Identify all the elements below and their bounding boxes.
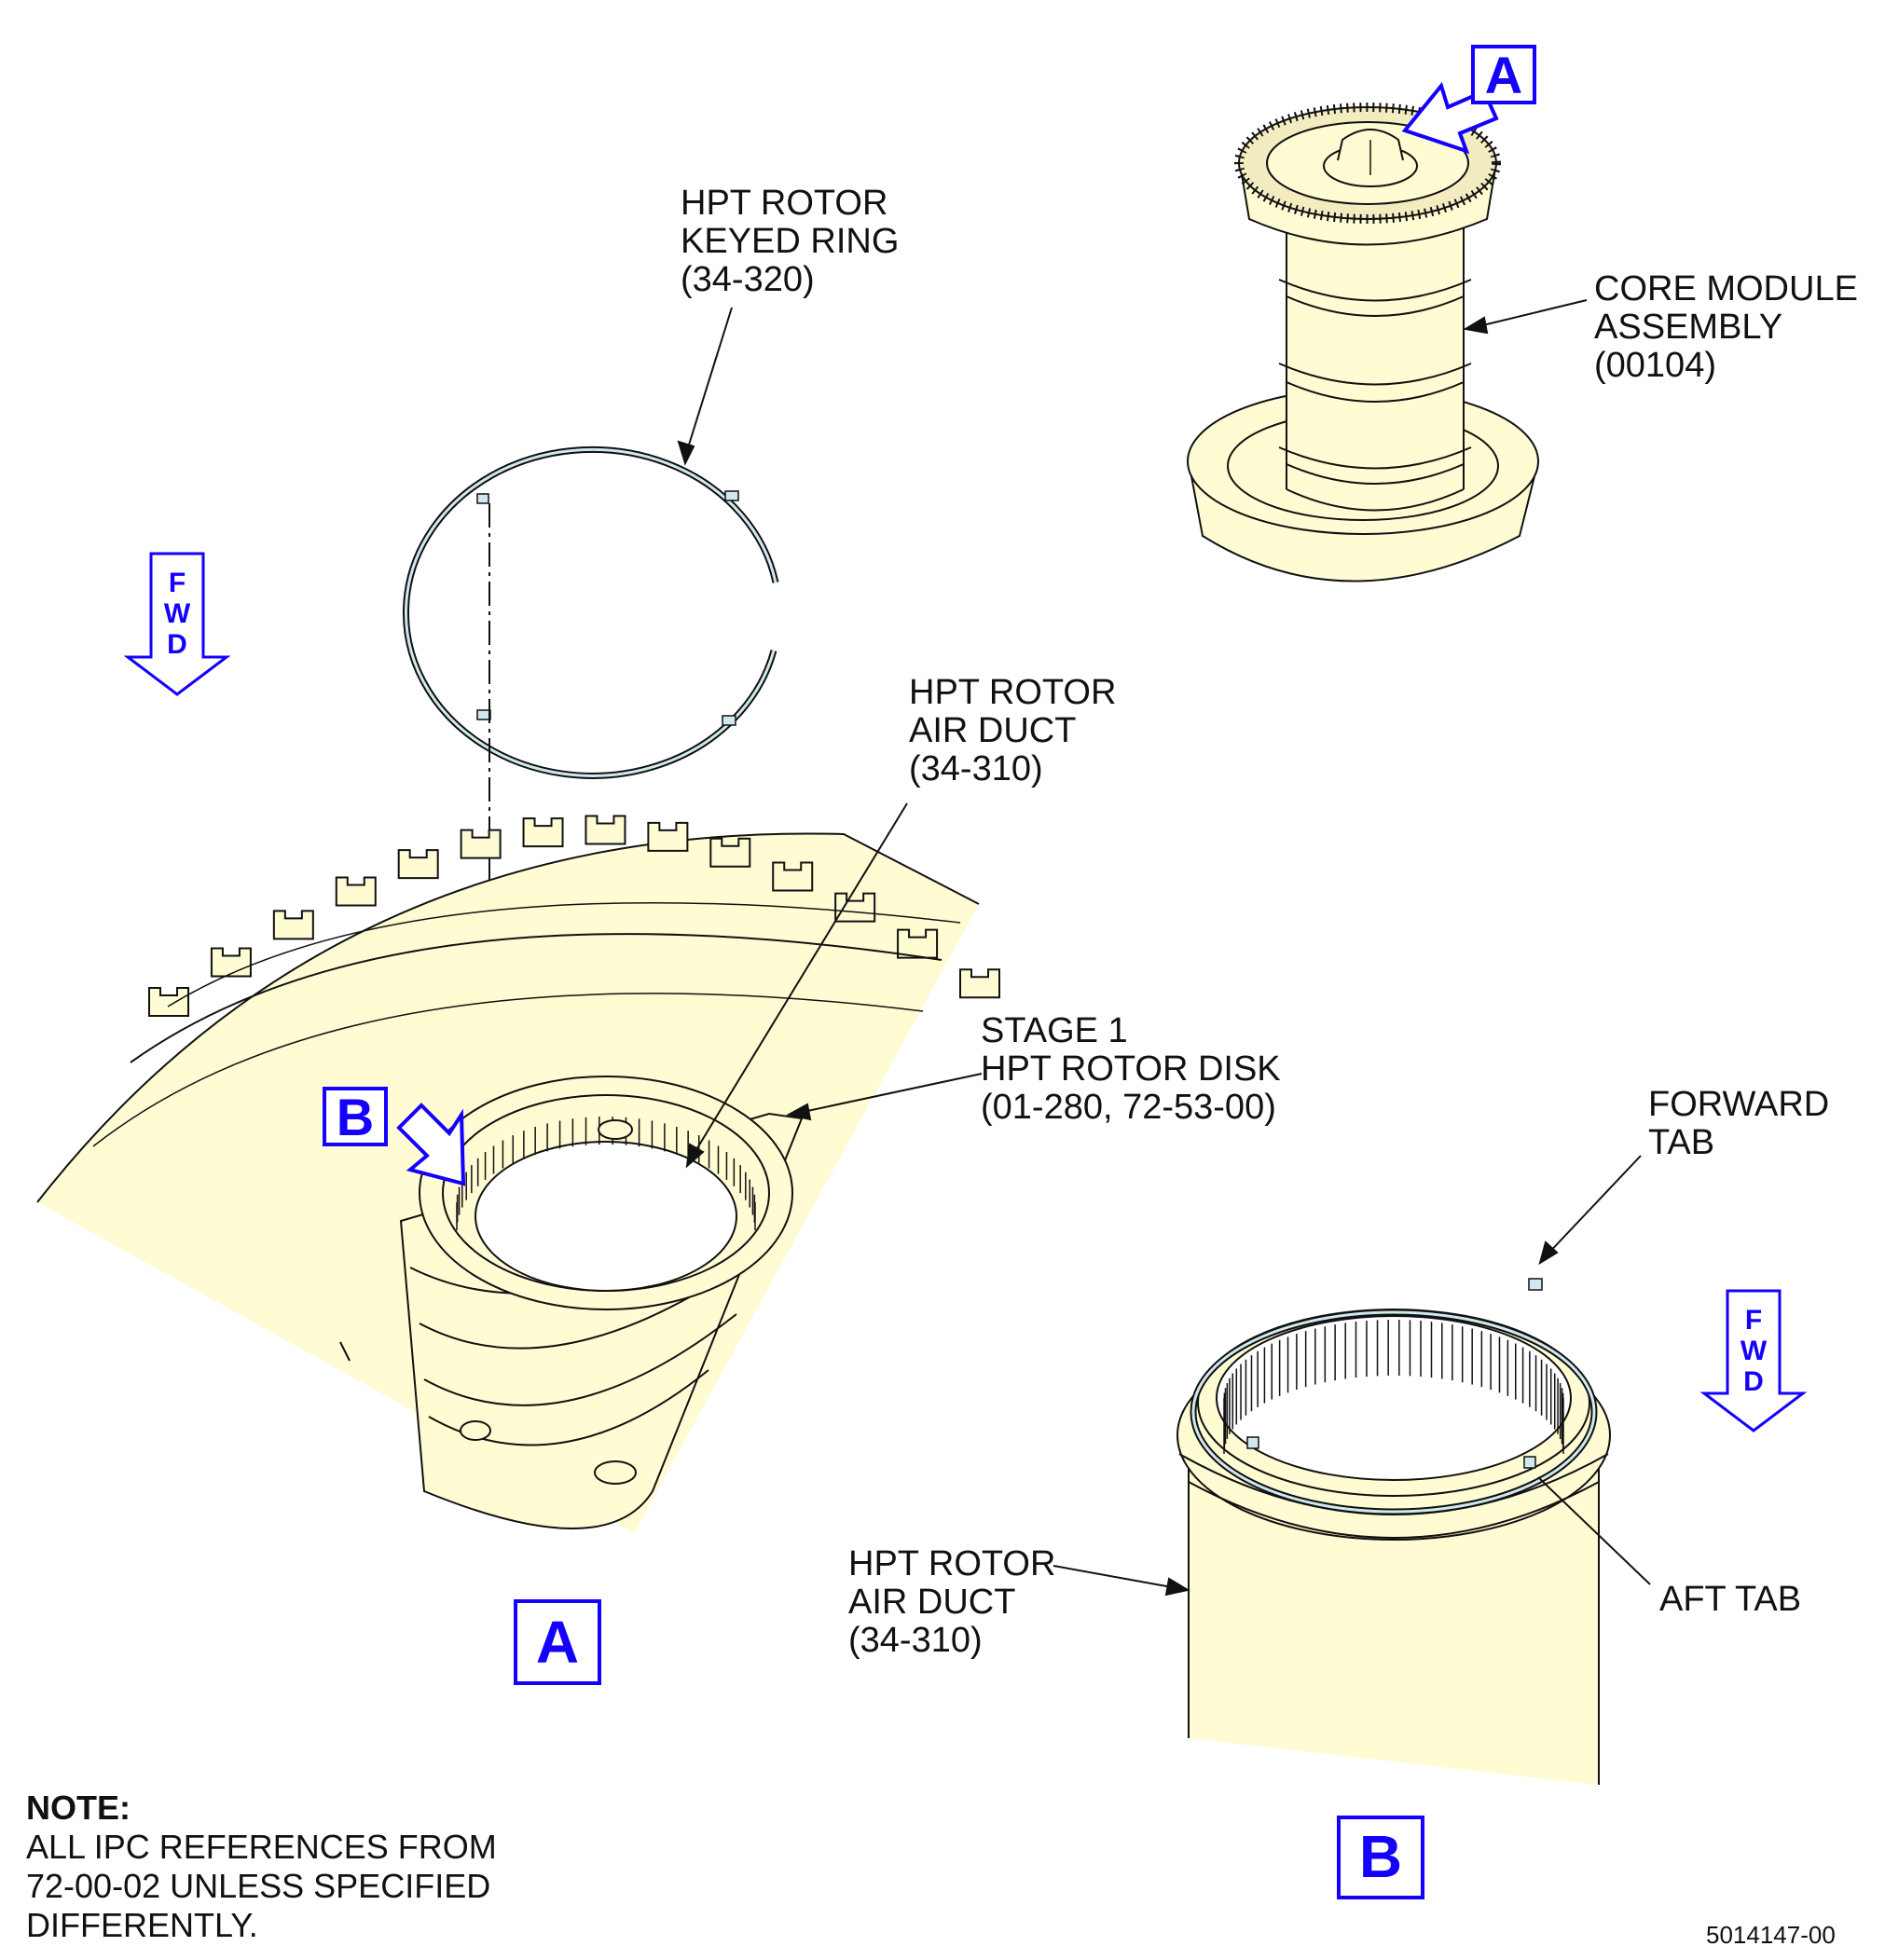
note-title: NOTE:	[26, 1789, 131, 1827]
fwd-letter-d: D	[167, 629, 187, 660]
label-core-module: CORE MODULE ASSEMBLY (00104)	[1594, 269, 1858, 385]
dovetail-slot	[897, 928, 939, 959]
dovetail-slot	[834, 892, 876, 923]
rotor-hub-drawing	[399, 1076, 804, 1529]
svg-text:HPT ROTOR: HPT ROTOR	[681, 184, 887, 223]
note-line: DIFFERENTLY.	[26, 1906, 258, 1944]
view-a-callout-top: A	[1471, 45, 1536, 104]
svg-text:CORE MODULE: CORE MODULE	[1594, 269, 1858, 308]
label-forward-tab: FORWARD TAB	[1648, 1085, 1829, 1162]
label-air-duct-a: HPT ROTOR AIR DUCT (34-310)	[909, 673, 1116, 788]
view-b-callout-detail: B	[323, 1087, 388, 1146]
svg-text:(34-310): (34-310)	[848, 1621, 983, 1660]
view-title-b: B	[1359, 1823, 1402, 1890]
dovetail-slot	[148, 987, 189, 1017]
view-b-title: B	[1337, 1816, 1424, 1899]
fwd-letter-d: D	[1743, 1366, 1764, 1397]
dovetail-slot	[647, 821, 689, 852]
fwd-letter-f: F	[1745, 1305, 1762, 1336]
fwd-letter-f: F	[169, 568, 186, 598]
fwd-letter-w: W	[164, 598, 191, 629]
dovetail-slot	[772, 861, 814, 892]
note-line: ALL IPC REFERENCES FROM	[26, 1828, 497, 1866]
dovetail-slot	[959, 968, 1000, 999]
down-arrow-icon	[1699, 1289, 1808, 1432]
fwd-letter-w: W	[1741, 1336, 1768, 1366]
svg-text:AFT TAB: AFT TAB	[1659, 1580, 1801, 1619]
core-module-assembly-drawing	[1187, 103, 1540, 583]
svg-text:AIR DUCT: AIR DUCT	[848, 1583, 1015, 1622]
document-number: 5014147-00	[1706, 1921, 1836, 1949]
svg-text:(01-280, 72-53-00): (01-280, 72-53-00)	[981, 1088, 1276, 1127]
dovetail-slot	[397, 849, 439, 880]
down-arrow-icon	[123, 552, 231, 696]
dovetail-slot	[210, 947, 252, 978]
svg-text:FORWARD: FORWARD	[1648, 1085, 1829, 1124]
hollow-arrow-icon	[396, 1103, 466, 1186]
svg-text:(00104): (00104)	[1594, 346, 1716, 385]
label-aft-tab: AFT TAB	[1659, 1580, 1801, 1619]
svg-text:TAB: TAB	[1648, 1123, 1714, 1162]
dovetail-slot	[460, 829, 502, 859]
label-keyed-ring: HPT ROTOR KEYED RING (34-320)	[681, 184, 899, 299]
dovetail-slot	[522, 817, 564, 848]
dovetail-slot	[709, 837, 751, 868]
note-line: 72-00-02 UNLESS SPECIFIED	[26, 1867, 490, 1905]
dovetail-slot	[335, 876, 377, 907]
svg-text:KEYED RING: KEYED RING	[681, 222, 899, 261]
fwd-indicator-right: F W D	[1699, 1289, 1808, 1432]
label-air-duct-b: HPT ROTOR AIR DUCT (34-310)	[848, 1544, 1055, 1660]
air-duct-view-b-drawing	[1176, 1278, 1611, 1785]
svg-text:AIR DUCT: AIR DUCT	[909, 711, 1076, 750]
svg-text:HPT ROTOR: HPT ROTOR	[909, 673, 1116, 712]
view-a-title: A	[514, 1599, 601, 1685]
note-block: NOTE: ALL IPC REFERENCES FROM 72-00-02 U…	[26, 1789, 497, 1944]
svg-text:ASSEMBLY: ASSEMBLY	[1594, 308, 1782, 347]
label-rotor-disk: STAGE 1 HPT ROTOR DISK (01-280, 72-53-00…	[981, 1011, 1281, 1127]
dovetail-slot	[272, 910, 314, 940]
svg-text:HPT ROTOR DISK: HPT ROTOR DISK	[981, 1049, 1281, 1089]
view-letter-a: A	[1485, 46, 1522, 104]
leader-lines	[677, 299, 1651, 1597]
svg-text:(34-310): (34-310)	[909, 749, 1043, 788]
svg-text:STAGE 1: STAGE 1	[981, 1011, 1128, 1050]
svg-text:HPT ROTOR: HPT ROTOR	[848, 1544, 1055, 1583]
keyed-ring-drawing	[403, 445, 779, 779]
fwd-indicator-left: F W D	[123, 552, 231, 696]
view-title-a: A	[536, 1609, 579, 1676]
dovetail-slot	[585, 815, 626, 845]
view-letter-b: B	[337, 1088, 374, 1146]
svg-text:(34-320): (34-320)	[681, 260, 815, 299]
